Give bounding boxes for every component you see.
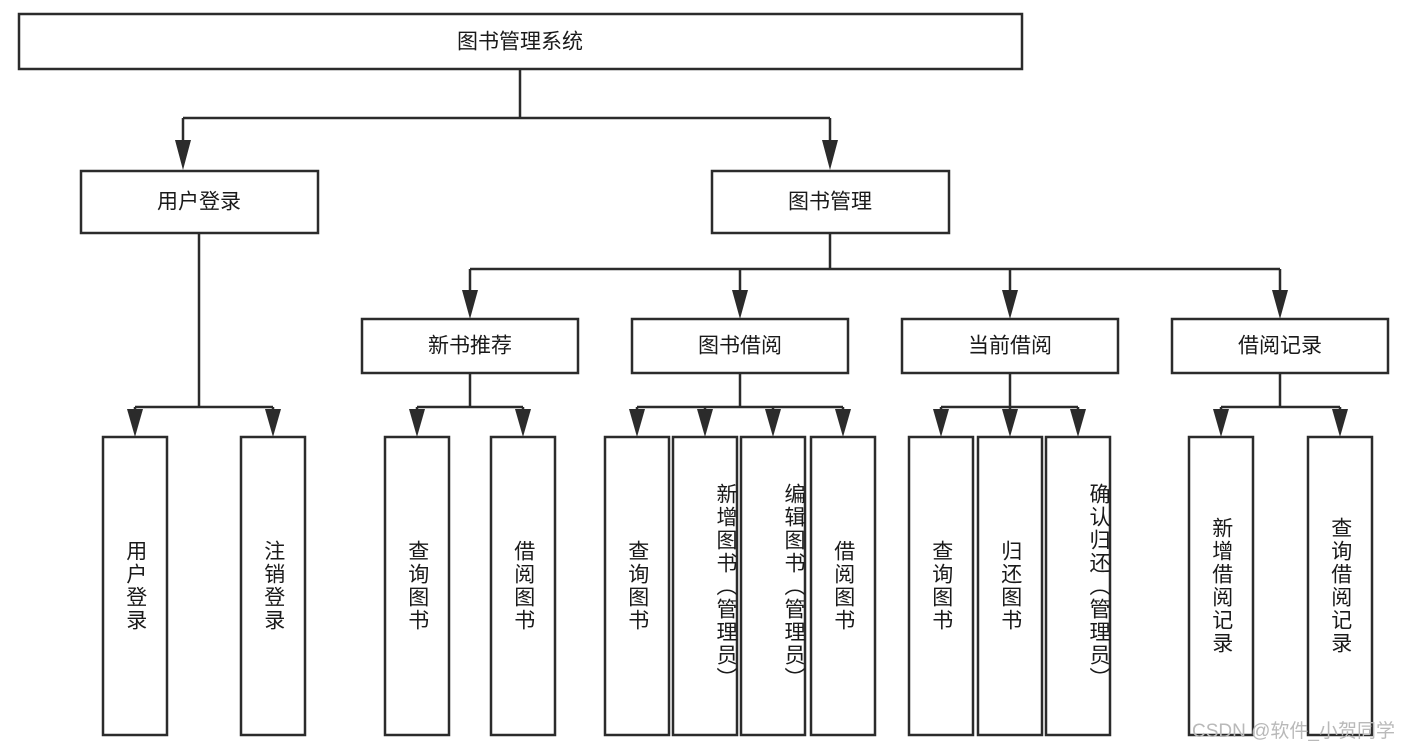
node-root-box[interactable] — [17, 12, 1024, 71]
arrow-leaf-edit-book — [765, 409, 781, 437]
leaf-user-login-box[interactable] — [101, 435, 169, 737]
arrow-leaf-confirm-return — [1070, 409, 1086, 437]
node-current-borrow-label: 当前借阅 — [968, 335, 1052, 358]
edges-current-borrow-to-leaves — [933, 373, 1086, 437]
arrow-leaf-add-record — [1213, 409, 1229, 437]
arrow-to-borrow-record — [1272, 290, 1288, 319]
node-book-manage-box[interactable] — [710, 169, 951, 235]
arrow-to-current-borrow — [1002, 290, 1018, 319]
watermark: CSDN @软件_小贺同学 — [1192, 721, 1395, 742]
leaf-add-book-box[interactable] — [671, 435, 739, 737]
arrow-to-book-borrow — [732, 290, 748, 319]
node-book-manage-label: 图书管理 — [788, 191, 872, 214]
node-new-book-rec-box[interactable] — [360, 317, 580, 375]
leaf-confirm-return-box[interactable] — [1044, 435, 1112, 737]
leaf-return-book-box[interactable] — [976, 435, 1044, 737]
leaf-boxes — [101, 435, 1374, 737]
arrow-leaf-logout — [265, 409, 281, 437]
node-new-book-rec-label: 新书推荐 — [428, 335, 512, 358]
arrow-leaf-borrow-book-1 — [515, 409, 531, 437]
node-book-manage[interactable]: 图书管理 — [710, 169, 951, 235]
arrow-to-book-manage — [822, 140, 838, 170]
node-borrow-record-box[interactable] — [1170, 317, 1390, 375]
leaf-query-book-1-box[interactable] — [383, 435, 451, 737]
node-book-borrow-label: 图书借阅 — [698, 335, 782, 358]
node-borrow-record[interactable]: 借阅记录 — [1170, 317, 1390, 375]
arrow-leaf-query-book-3 — [933, 409, 949, 437]
arrow-to-user-login — [175, 140, 191, 170]
leaf-query-record-box[interactable] — [1306, 435, 1374, 737]
node-root[interactable]: 图书管理系统 — [17, 12, 1024, 71]
node-user-login-box[interactable] — [79, 169, 320, 235]
arrow-leaf-query-book-1 — [409, 409, 425, 437]
arrow-leaf-borrow-book-2 — [835, 409, 851, 437]
leaf-borrow-book-2-box[interactable] — [809, 435, 877, 737]
arrow-leaf-query-record — [1332, 409, 1348, 437]
leaf-add-record-box[interactable] — [1187, 435, 1255, 737]
node-user-login-label: 用户登录 — [157, 191, 241, 214]
arrow-leaf-user-login — [127, 409, 143, 437]
node-user-login[interactable]: 用户登录 — [79, 169, 320, 235]
arrow-leaf-return-book — [1002, 409, 1018, 437]
node-borrow-record-label: 借阅记录 — [1238, 335, 1322, 358]
edges-book-manage-to-level3 — [462, 233, 1288, 319]
edges-borrow-record-to-leaves — [1213, 373, 1348, 437]
leaf-edit-book-box[interactable] — [739, 435, 807, 737]
node-book-borrow-box[interactable] — [630, 317, 850, 375]
edges-new-book-rec-to-leaves — [409, 373, 531, 437]
arrow-to-new-book-rec — [462, 290, 478, 319]
leaf-query-book-3-box[interactable] — [907, 435, 975, 737]
arrow-leaf-add-book — [697, 409, 713, 437]
edges-root-to-level2 — [175, 69, 838, 170]
arrow-leaf-query-book-2 — [629, 409, 645, 437]
leaf-borrow-book-1-box[interactable] — [489, 435, 557, 737]
leaf-query-book-2-box[interactable] — [603, 435, 671, 737]
node-book-borrow[interactable]: 图书借阅 — [630, 317, 850, 375]
edges-user-login-to-leaves — [127, 233, 281, 437]
node-current-borrow-box[interactable] — [900, 317, 1120, 375]
edges-book-borrow-to-leaves — [629, 373, 851, 437]
leaf-logout-box[interactable] — [239, 435, 307, 737]
node-root-label: 图书管理系统 — [457, 31, 583, 54]
node-new-book-rec[interactable]: 新书推荐 — [360, 317, 580, 375]
node-current-borrow[interactable]: 当前借阅 — [900, 317, 1120, 375]
